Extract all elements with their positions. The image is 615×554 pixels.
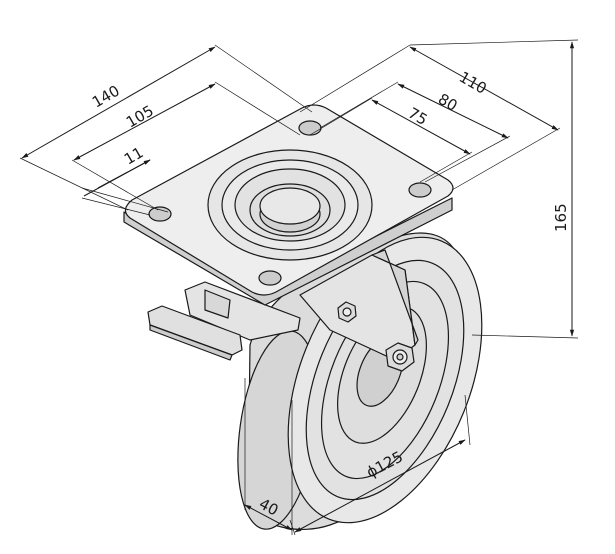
- dim-label-80: 80: [435, 90, 461, 115]
- mounting-hole: [298, 120, 322, 136]
- mounting-hole: [148, 206, 172, 222]
- dim-label-165: 165: [552, 203, 570, 232]
- brake-pedal-edge: [149, 324, 233, 361]
- dim-label-140: 140: [89, 82, 123, 112]
- dim-label-11: 11: [121, 143, 147, 168]
- fork-leg-side: [371, 249, 419, 346]
- dim-line-105: [73, 83, 216, 161]
- dim-label-110: 110: [456, 68, 490, 98]
- brake-pedal: [147, 281, 301, 361]
- brake-hinge: [204, 289, 231, 319]
- fork-bolt: [337, 301, 357, 323]
- kingpin-top: [259, 187, 321, 225]
- dim-line-wheel-diameter: [294, 439, 466, 533]
- dim-label-75: 75: [405, 104, 431, 129]
- dim-line-75: [371, 99, 471, 155]
- mounting-hole: [258, 270, 282, 286]
- dim-line-140: [21, 46, 216, 159]
- dimension-lines: [19, 39, 579, 536]
- dim-line-40: [244, 504, 293, 531]
- top-plate: [123, 104, 454, 306]
- axle-nut: [385, 342, 415, 372]
- dim-label-105: 105: [123, 102, 157, 132]
- fork-bracket: [299, 249, 419, 372]
- mounting-hole: [408, 182, 432, 198]
